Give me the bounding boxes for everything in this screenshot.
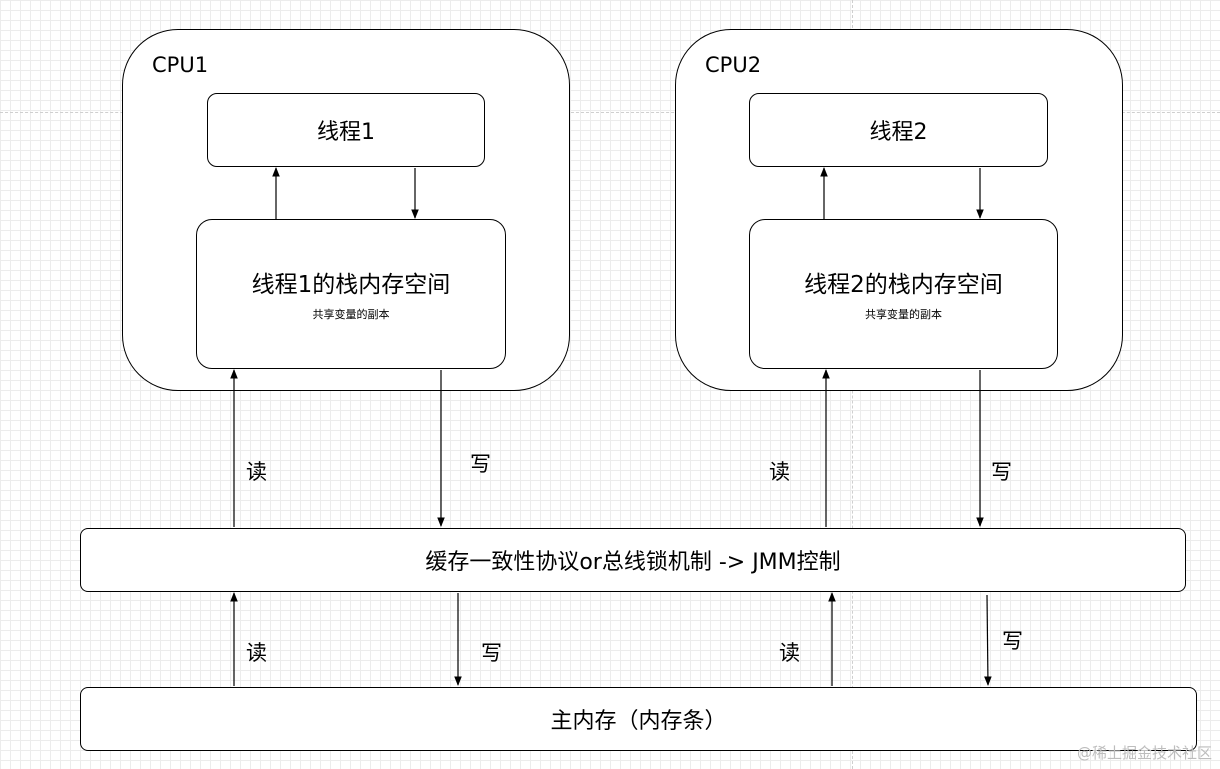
thread2-label: 线程2 [869, 120, 928, 145]
read-label-cpu2-upper: 读 [769, 460, 790, 484]
thread2-stack-subtitle: 共享变量的副本 [865, 308, 942, 321]
read-label-left-lower: 读 [246, 641, 267, 665]
write-label-cpu2-upper: 写 [991, 460, 1012, 484]
cpu2-label: CPU2 [705, 53, 762, 77]
thread1-stack-subtitle: 共享变量的副本 [312, 308, 390, 321]
grid-guide-horizontal [0, 112, 1220, 113]
thread2-stack-title: 线程2的栈内存空间 [804, 272, 1003, 298]
thread2-box: 线程2 [749, 93, 1048, 167]
write-label-left-lower: 写 [481, 641, 502, 665]
thread1-stack-title: 线程1的栈内存空间 [251, 272, 451, 298]
write-label-cpu1-upper: 写 [470, 452, 491, 476]
read-label-right-lower: 读 [779, 641, 800, 665]
watermark: @稀土掘金技术社区 [1076, 744, 1212, 762]
read-label-cpu1-upper: 读 [246, 460, 267, 484]
arrow-cache-write-to-memory-right [984, 594, 992, 686]
thread1-box: 线程1 [207, 93, 485, 167]
cache-coherence-label: 缓存一致性协议or总线锁机制 -> JMM控制 [425, 550, 841, 575]
cpu1-label: CPU1 [152, 53, 209, 77]
thread2-stack-box: 线程2的栈内存空间 共享变量的副本 [749, 219, 1058, 369]
cache-coherence-bar: 缓存一致性协议or总线锁机制 -> JMM控制 [80, 528, 1186, 592]
thread1-stack-box: 线程1的栈内存空间 共享变量的副本 [196, 219, 506, 369]
thread1-label: 线程1 [317, 120, 375, 145]
write-label-right-lower: 写 [1002, 629, 1023, 653]
main-memory-bar: 主内存（内存条） [80, 687, 1197, 751]
main-memory-label: 主内存（内存条） [550, 709, 727, 734]
